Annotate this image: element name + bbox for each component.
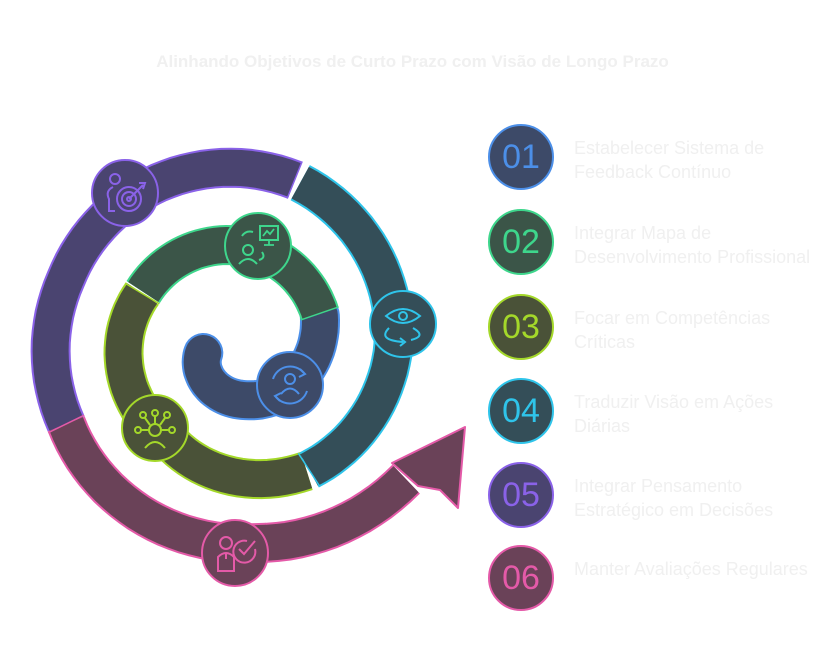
step-04-icon-badge bbox=[369, 290, 437, 358]
band-divider bbox=[286, 161, 303, 199]
step-number-badge: 01 bbox=[488, 124, 554, 190]
step-04: 04 Traduzir Visão em Ações Diárias bbox=[488, 378, 818, 448]
person-skills-network-icon bbox=[134, 409, 176, 449]
icon-badge-circle bbox=[224, 212, 292, 280]
step-number-badge: 05 bbox=[488, 462, 554, 528]
step-01: 01 Estabelecer Sistema de Feedback Contí… bbox=[488, 124, 818, 194]
step-label: Integrar Mapa de Desenvolvimento Profiss… bbox=[574, 223, 811, 267]
person-check-icon bbox=[217, 536, 257, 572]
spiral-band-05 bbox=[30, 147, 303, 432]
band-divider bbox=[47, 414, 85, 434]
band-divider bbox=[124, 282, 160, 305]
step-05-icon-badge bbox=[91, 159, 159, 227]
step-label: Integrar Pensamento Estratégico em Decis… bbox=[574, 476, 774, 520]
eye-cycle-icon bbox=[384, 308, 422, 347]
step-label: Manter Avaliações Regulares bbox=[574, 559, 808, 579]
band-fill bbox=[32, 149, 301, 431]
step-label: Focar em Competências Críticas bbox=[574, 308, 771, 352]
step-number-badge: 02 bbox=[488, 209, 554, 275]
arrow-head bbox=[391, 426, 466, 509]
step-number-badge: 03 bbox=[488, 294, 554, 360]
step-03-icon-badge bbox=[121, 394, 189, 462]
icon-badge-circle bbox=[201, 519, 269, 587]
band-divider bbox=[297, 452, 321, 488]
diagram-title: Alinhando Objetivos de Curto Prazo com V… bbox=[156, 52, 669, 71]
step-label: Estabelecer Sistema de Feedback Contínuo bbox=[574, 138, 765, 182]
step-02: 02 Integrar Mapa de Desenvolvimento Prof… bbox=[488, 209, 818, 279]
band-divider bbox=[300, 306, 339, 321]
step-03: 03 Focar em Competências Críticas bbox=[488, 294, 818, 364]
step-number-badge: 04 bbox=[488, 378, 554, 444]
icon-badge-circle bbox=[121, 394, 189, 462]
step-06: 06 Manter Avaliações Regulares bbox=[488, 545, 818, 615]
step-02-icon-badge bbox=[224, 212, 292, 280]
step-01-icon-badge bbox=[256, 351, 324, 419]
person-refresh-icon bbox=[272, 365, 308, 405]
person-chart-cycle-icon bbox=[238, 225, 279, 265]
step-06-icon-badge bbox=[201, 519, 269, 587]
step-number-badge: 06 bbox=[488, 545, 554, 611]
step-label: Traduzir Visão em Ações Diárias bbox=[574, 392, 774, 436]
person-target-icon bbox=[106, 173, 147, 212]
step-05: 05 Integrar Pensamento Estratégico em De… bbox=[488, 462, 818, 532]
